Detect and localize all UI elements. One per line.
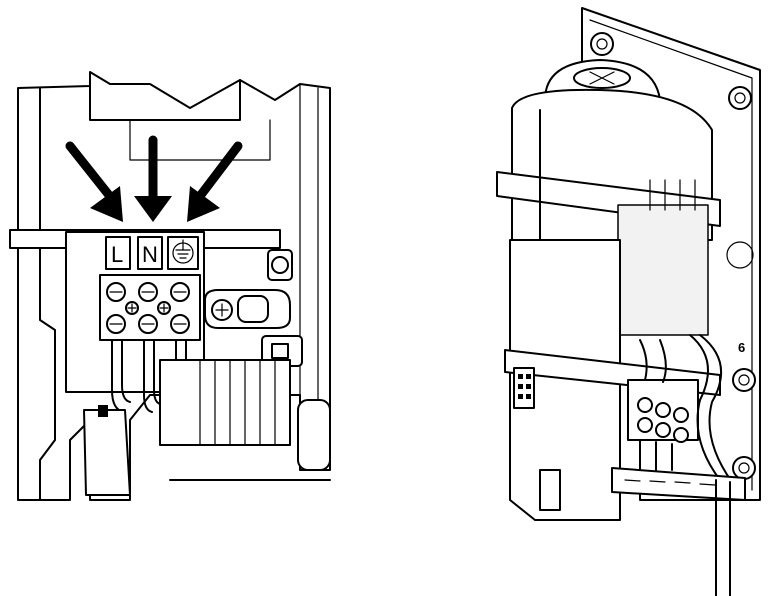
main-body — [509, 239, 621, 521]
base-tray — [611, 467, 746, 501]
right-screw-6-icon — [673, 427, 689, 443]
latch-mark — [98, 405, 108, 417]
plate-screw-right-icon — [728, 86, 752, 110]
right-terminal-block — [627, 379, 699, 443]
plate-screw-bottom-icon — [732, 456, 756, 480]
terminal-label-l: L — [111, 242, 123, 267]
plate-screw-middle-icon — [732, 368, 756, 392]
rubber-grommet — [297, 399, 331, 471]
bracket-screw-icon — [271, 256, 289, 274]
right-screw-2-icon — [655, 402, 671, 418]
plate-hole — [726, 241, 754, 269]
screw-top-1-icon — [106, 282, 126, 302]
right-unit-assembly: 6 — [496, 7, 761, 596]
housing-top-inner — [89, 79, 241, 121]
body-latch — [539, 469, 561, 511]
earth-ground-icon — [172, 239, 194, 264]
arrow-down-icon — [134, 135, 172, 222]
terminal-screws — [99, 274, 201, 341]
wall-plate-edge — [589, 19, 753, 491]
screw-top-3-icon — [170, 282, 190, 302]
insertion-arrows — [65, 135, 243, 222]
wire-n — [143, 339, 153, 413]
screw-bottom-3-icon — [170, 314, 190, 334]
heatsink-fins — [159, 359, 291, 446]
screw-top-2-icon — [138, 282, 158, 302]
cross-screw-1-icon — [125, 301, 139, 315]
housing-left-inner — [39, 87, 56, 501]
arrow-down-left-icon — [65, 141, 123, 222]
cable-clamp — [204, 289, 291, 329]
arrow-down-right-icon — [187, 141, 243, 222]
control-box — [617, 204, 709, 336]
lower-tab — [83, 409, 131, 496]
right-screw-3-icon — [673, 407, 689, 423]
terminal-label-box-n — [137, 236, 163, 270]
box-vents — [649, 179, 696, 211]
right-screw-1-icon — [637, 397, 653, 413]
right-screw-4-icon — [637, 417, 653, 433]
housing-recess — [129, 119, 271, 161]
right-wires — [639, 334, 733, 483]
screw-marker-label: 6 — [738, 340, 745, 355]
left-terminal-closeup: L N — [9, 71, 331, 501]
side-bracket — [261, 249, 303, 367]
terminal-label-box-l — [105, 236, 131, 270]
right-screw-5-icon — [655, 422, 671, 438]
tray-slots — [624, 479, 716, 486]
screw-bottom-2-icon — [138, 314, 158, 334]
cross-screw-2-icon — [157, 301, 171, 315]
screw-bottom-1-icon — [106, 314, 126, 334]
terminal-label-n: N — [142, 242, 158, 267]
plate-screw-top-icon — [590, 32, 614, 56]
